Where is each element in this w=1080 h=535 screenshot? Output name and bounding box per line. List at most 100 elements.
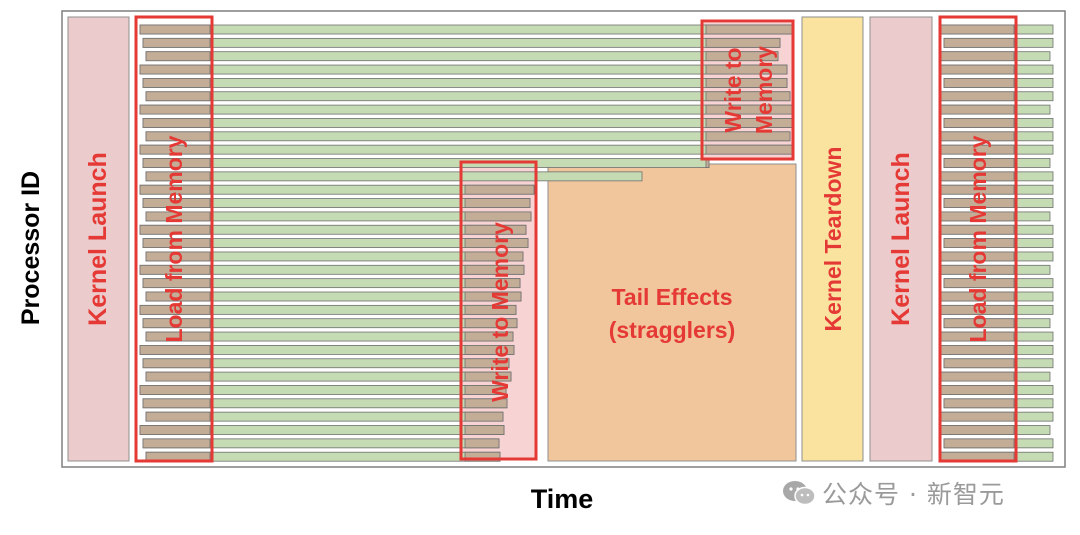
load-segment-kernel-1 <box>145 251 211 262</box>
write-segment-kernel-1 <box>464 385 507 395</box>
load-segment-kernel-1 <box>145 291 211 302</box>
kernel-launch-block-2 <box>869 16 933 462</box>
load-segment-kernel-1 <box>139 224 211 235</box>
processor-bar-kernel-1 <box>142 158 710 168</box>
write-segment-kernel-1 <box>705 51 779 62</box>
load-segment-kernel-1 <box>142 358 211 369</box>
load-segment-kernel-1 <box>139 64 211 75</box>
load-segment-kernel-1 <box>142 398 211 409</box>
load-segment-kernel-2 <box>940 24 1015 35</box>
load-segment-kernel-2 <box>943 118 1015 128</box>
write-segment-kernel-1 <box>464 198 531 208</box>
write-to-memory-label-2-line2: Memory <box>751 46 777 134</box>
write-segment-kernel-1 <box>464 451 501 462</box>
write-segment-kernel-1 <box>464 184 535 195</box>
load-segment-kernel-1 <box>142 278 211 289</box>
write-segment-kernel-1 <box>464 358 510 369</box>
load-from-memory-label-1: Load from Memory <box>161 135 187 342</box>
processor-bars <box>139 24 1054 462</box>
write-segment-kernel-1 <box>464 411 504 422</box>
load-segment-kernel-2 <box>940 91 1015 102</box>
processor-bar-kernel-1 <box>139 144 793 155</box>
load-segment-kernel-2 <box>940 385 1015 395</box>
load-segment-kernel-2 <box>943 358 1015 369</box>
load-from-memory-label-2: Load from Memory <box>965 135 991 342</box>
load-segment-kernel-1 <box>142 238 211 249</box>
load-segment-kernel-2 <box>940 344 1015 355</box>
load-segment-kernel-2 <box>943 198 1015 208</box>
load-segment-kernel-1 <box>142 198 211 208</box>
write-segment-kernel-1 <box>705 104 793 115</box>
processor-bar-kernel-1 <box>145 51 779 62</box>
write-segment-kernel-1 <box>464 344 515 355</box>
load-segment-kernel-1 <box>139 425 211 435</box>
write-segment-kernel-1 <box>464 318 518 329</box>
load-segment-kernel-1 <box>145 411 211 422</box>
load-segment-kernel-1 <box>145 331 211 342</box>
x-axis-label: Time <box>531 484 594 514</box>
load-segment-kernel-2 <box>943 398 1015 409</box>
load-segment-kernel-2 <box>943 158 1015 168</box>
load-segment-kernel-1 <box>142 118 211 128</box>
wechat-icon <box>783 481 816 506</box>
load-segment-kernel-1 <box>139 24 211 35</box>
tail-effects-block <box>547 163 797 462</box>
write-to-memory-frame-2 <box>700 19 795 161</box>
tail-effects-label: Tail Effects <box>612 284 733 310</box>
load-segment-kernel-2 <box>943 318 1015 329</box>
write-segment-kernel-1 <box>464 291 522 302</box>
write-segment-kernel-1 <box>464 278 521 289</box>
write-segment-kernel-1 <box>705 64 788 75</box>
write-segment-kernel-1 <box>464 371 512 382</box>
load-segment-kernel-1 <box>142 438 211 449</box>
load-segment-kernel-2 <box>943 278 1015 289</box>
write-segment-kernel-1 <box>705 131 791 142</box>
load-from-memory-frame-1 <box>134 15 214 463</box>
processor-bar-kernel-1 <box>142 118 793 128</box>
load-segment-kernel-1 <box>139 104 211 115</box>
write-segment-kernel-1 <box>464 238 529 249</box>
write-to-memory-label-2-line1: Write to <box>720 47 746 132</box>
load-segment-kernel-1 <box>139 304 211 315</box>
load-segment-kernel-1 <box>145 171 211 182</box>
load-segment-kernel-1 <box>142 37 211 48</box>
write-segment-kernel-1 <box>705 24 793 35</box>
write-segment-kernel-1 <box>705 78 788 88</box>
write-to-memory-frame-1 <box>459 160 538 461</box>
write-segment-kernel-1 <box>705 37 781 48</box>
load-segment-kernel-2 <box>940 371 1015 382</box>
load-segment-kernel-2 <box>943 238 1015 249</box>
load-segment-kernel-2 <box>943 78 1015 88</box>
load-segment-kernel-1 <box>139 385 211 395</box>
kernel-teardown-block <box>801 16 864 462</box>
processor-bar-kernel-1 <box>145 91 791 102</box>
load-segment-kernel-2 <box>940 425 1015 435</box>
load-from-memory-frame-2 <box>938 15 1018 463</box>
kernel-launch-block-1 <box>67 16 130 462</box>
load-segment-kernel-1 <box>139 344 211 355</box>
write-segment-kernel-1 <box>464 425 505 435</box>
load-segment-kernel-1 <box>145 91 211 102</box>
load-segment-kernel-1 <box>145 131 211 142</box>
write-segment-kernel-1 <box>464 224 527 235</box>
write-segment-kernel-1 <box>464 304 517 315</box>
write-segment-kernel-1 <box>464 251 524 262</box>
load-segment-kernel-1 <box>142 78 211 88</box>
load-segment-kernel-1 <box>139 184 211 195</box>
watermark-text: 公众号 · 新智元 <box>822 480 1005 509</box>
y-axis-label: Processor ID <box>17 171 45 325</box>
load-segment-kernel-1 <box>139 264 211 275</box>
load-segment-kernel-2 <box>940 64 1015 75</box>
write-segment-kernel-1 <box>705 144 793 155</box>
load-segment-kernel-2 <box>943 37 1015 48</box>
write-segment-kernel-1 <box>464 438 500 449</box>
load-segment-kernel-1 <box>145 211 211 222</box>
processor-bar-kernel-1 <box>139 104 793 115</box>
tail-effects-sublabel: (stragglers) <box>609 317 736 343</box>
processor-bar-kernel-1 <box>145 171 643 182</box>
load-segment-kernel-1 <box>145 51 211 62</box>
write-segment-kernel-1 <box>705 118 793 128</box>
load-segment-kernel-2 <box>940 104 1015 115</box>
kernel-teardown-label: Kernel Teardown <box>820 147 846 332</box>
